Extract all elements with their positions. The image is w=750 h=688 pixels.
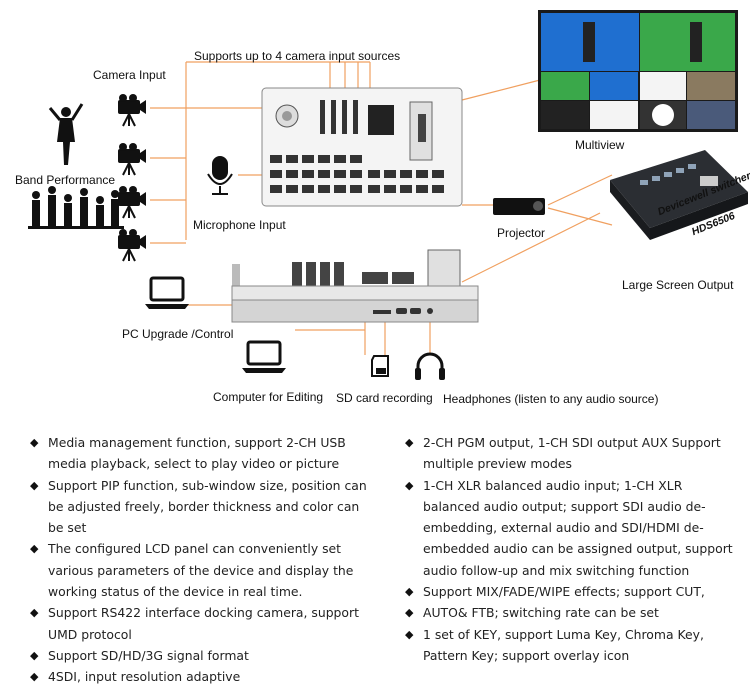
feature-item: ◆Support PIP function, sub-window size, … — [30, 477, 367, 536]
feature-item: ◆1-CH XLR balanced audio input; 1-CH XLR… — [405, 477, 733, 578]
feature-item: ◆1 set of KEY, support Luma Key, Chroma … — [405, 626, 704, 663]
band-silhouette — [28, 186, 124, 229]
feature-item: ◆Media management function, support 2-CH… — [30, 435, 346, 472]
switcher-top-view — [261, 87, 463, 207]
camera-icon — [117, 228, 147, 262]
sd-card-label: SD card recording — [336, 391, 433, 405]
band-performance-label: Band Performance — [15, 173, 116, 187]
feature-item: ◆2-CH PGM output, 1-CH SDI output AUX Su… — [405, 435, 721, 472]
switcher-device-image — [610, 150, 748, 240]
projector-icon — [493, 198, 545, 215]
headphones-icon — [415, 352, 445, 380]
connection-diagram — [28, 10, 748, 380]
features-left: ◆Media management function, support 2-CH… — [30, 432, 375, 688]
camera-icon — [117, 142, 147, 176]
feature-item: ◆4SDI, input resolution adaptive — [30, 669, 241, 685]
projector-label: Projector — [497, 226, 546, 240]
microphone-input-label: Microphone Input — [193, 218, 286, 232]
headphones-label: Headphones (listen to any audio source) — [443, 392, 659, 406]
feature-item: ◆Support MIX/FADE/WIPE effects; support … — [405, 584, 705, 600]
computer-editing-label: Computer for Editing — [213, 390, 324, 404]
microphone-icon — [207, 156, 233, 195]
laptop-icon — [143, 276, 191, 311]
solo-performer-silhouette — [48, 103, 84, 165]
feature-item: ◆The configured LCD panel can convenient… — [30, 541, 354, 600]
feature-item: ◆Support SD/HD/3G signal format — [30, 647, 249, 663]
laptop-icon — [240, 340, 288, 375]
multiview-monitor — [538, 10, 738, 132]
camera-icon — [117, 93, 147, 127]
camera-icon — [117, 185, 147, 219]
sd-card-icon — [371, 355, 389, 377]
large-screen-label: Large Screen Output — [622, 278, 734, 292]
camera-input-label: Camera Input — [93, 68, 166, 82]
multiview-label: Multiview — [575, 138, 625, 152]
feature-item: ◆Support RS422 interface docking camera,… — [30, 605, 359, 642]
camera-sources-label: Supports up to 4 camera input sources — [194, 49, 401, 63]
switcher-front-view — [231, 249, 479, 323]
pc-upgrade-label: PC Upgrade /Control — [122, 327, 234, 341]
feature-item: ◆AUTO& FTB; switching rate can be set — [405, 605, 659, 621]
features-right: ◆2-CH PGM output, 1-CH SDI output AUX Su… — [405, 432, 737, 666]
